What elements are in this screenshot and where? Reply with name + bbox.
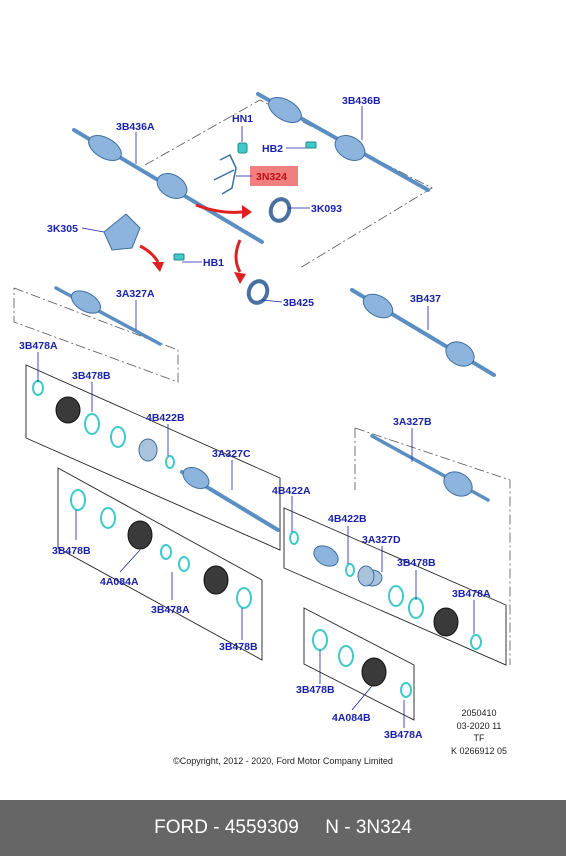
label-4b422a: 4B422A: [272, 485, 311, 497]
label-4a084a: 4A084A: [100, 576, 139, 588]
label-3b437: 3B437: [410, 293, 441, 305]
shaft-3a327a: [54, 286, 162, 346]
kit-boxes: [25, 364, 507, 721]
red-arrows: [139, 203, 243, 273]
label-3n324: 3N324: [256, 171, 287, 183]
stamp-line-3: TF: [473, 733, 485, 743]
copyright-notice: ©Copyright, 2012 - 2020, Ford Motor Comp…: [173, 756, 393, 766]
label-3a327b: 3A327B: [393, 416, 432, 428]
label-3b478a-bottom: 3B478A: [384, 729, 423, 741]
stamp-line-1: 2050410: [461, 708, 497, 718]
label-3k093: 3K093: [311, 203, 342, 215]
label-3b478b-lowleft: 3B478B: [219, 641, 258, 653]
shaft-3a327b: [370, 434, 490, 502]
label-3a327a: 3A327A: [116, 288, 155, 300]
exploded-parts-diagram: 3B436A 3B436B HN1 HB2 3N324 3K093 3K305 …: [13, 92, 511, 741]
footer-spacer: [299, 817, 325, 839]
label-hn1: HN1: [232, 113, 253, 125]
label-4a084b: 4A084B: [332, 712, 371, 724]
footer-brand-part: FORD - 4559309: [154, 817, 299, 838]
label-3a327c: 3A327C: [212, 448, 251, 460]
label-3b478a-right: 3B478A: [452, 588, 491, 600]
shaft-3a327c: [180, 467, 280, 532]
red-arrowheads: [152, 205, 252, 284]
label-3b478b-bottom: 3B478B: [296, 684, 335, 696]
highlight-3n324: [250, 166, 298, 186]
clamp-3n324: [213, 153, 237, 195]
label-3b436a: 3B436A: [116, 121, 155, 133]
label-3b478a-mid: 3B478A: [151, 604, 190, 616]
driveshaft-3b437: [350, 288, 496, 377]
label-3b478b-right: 3B478B: [397, 557, 436, 569]
footer-bar: FORD - 4559309 N - 3N324: [0, 800, 566, 856]
bracket-3k305: [103, 213, 141, 251]
document-stamp: 2050410 03-2020 11 TF K 0266912 05: [436, 707, 522, 757]
label-3b425: 3B425: [283, 297, 314, 309]
label-4b422b-upper: 4B422B: [146, 412, 185, 424]
driveshaft-3b436a: [72, 128, 264, 244]
fasteners: [173, 141, 317, 261]
label-3b478b-top: 3B478B: [72, 370, 111, 382]
label-4b422b-lower: 4B422B: [328, 513, 367, 525]
driveshaft-3b436b: [256, 92, 430, 192]
stamp-line-2: 03-2020 11: [456, 720, 502, 731]
label-hb1: HB1: [203, 257, 224, 269]
footer-ref: N - 3N324: [325, 817, 412, 838]
label-3b478a-top: 3B478A: [19, 340, 58, 352]
label-hb2: HB2: [262, 143, 283, 155]
dash-outlines: [13, 99, 511, 665]
leader-lines: [37, 106, 475, 728]
boots: [55, 396, 459, 687]
label-3b436b: 3B436B: [342, 95, 381, 107]
label-3b478b-left: 3B478B: [52, 545, 91, 557]
joints: [138, 438, 375, 587]
part-labels: 3B436A 3B436B HN1 HB2 3N324 3K093 3K305 …: [19, 95, 491, 741]
label-3a327d: 3A327D: [362, 534, 401, 546]
stamp-line-4: K 0266912 05: [450, 745, 508, 756]
seals: [246, 197, 292, 305]
label-3k305: 3K305: [47, 223, 78, 235]
